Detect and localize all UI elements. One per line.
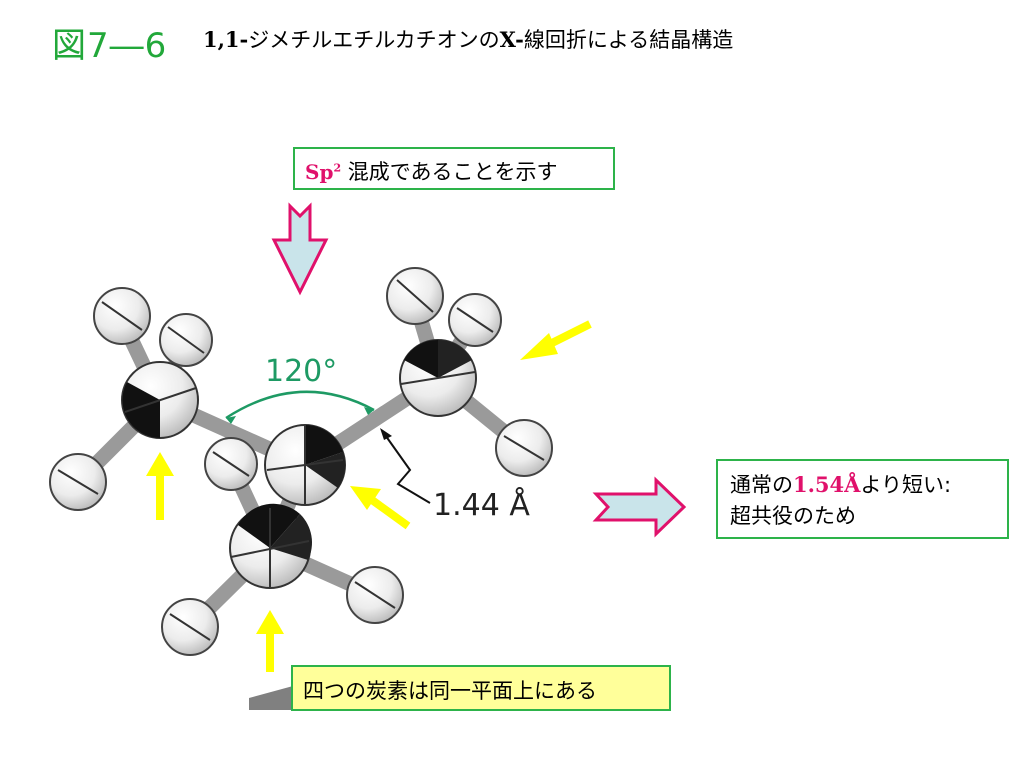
hydrogen-atom <box>495 419 553 477</box>
carbon-atom-bottom <box>229 503 312 589</box>
title-x: X- <box>499 27 524 52</box>
carbon-atom-center <box>264 424 346 506</box>
bond-callout-line1: 通常の1.54Åより短い: <box>730 472 952 497</box>
yellow-arrow <box>256 610 284 672</box>
hydrogen-atom <box>346 566 404 624</box>
hydrogen-atom <box>93 287 151 345</box>
title-prefix: 1,1- <box>203 27 249 52</box>
bond-length-pointer-head <box>380 428 392 440</box>
angle-arc-head-left <box>226 416 236 424</box>
coplanar-callout: 四つの炭素は同一平面上にある <box>291 665 671 711</box>
right-arrow <box>592 476 687 538</box>
sp2-callout: Sp2 混成であることを示す <box>293 147 615 190</box>
hydrogen-atom <box>448 293 502 347</box>
angle-label: 120° <box>265 354 338 389</box>
sp2-text: 混成であることを示す <box>341 160 558 184</box>
callout-shadow <box>249 686 293 710</box>
yellow-arrow <box>520 320 592 360</box>
angle-arc-head-right <box>364 407 374 415</box>
hydrogen-atom <box>204 437 258 491</box>
bond-length-pointer <box>382 431 431 504</box>
bond-length-callout: 通常の1.54Åより短い: 超共役のため <box>716 459 1009 539</box>
sp2-term: Sp2 <box>305 160 342 184</box>
hydrogen-atom <box>161 598 219 656</box>
hydrogen-atom <box>159 313 213 367</box>
yellow-arrow <box>146 452 174 520</box>
angle-arc <box>225 390 375 420</box>
hydrogen-atom <box>49 453 107 511</box>
carbon-atom-right <box>399 339 477 417</box>
yellow-arrow <box>350 486 411 530</box>
down-arrow <box>271 202 329 296</box>
figure-label: 図7―6 <box>52 26 168 66</box>
title-mid: ジメチルエチルカチオンの <box>248 28 500 52</box>
figure-title: 1,1-ジメチルエチルカチオンのX-線回折による結晶構造 <box>203 24 733 54</box>
hydrogen-atom <box>386 267 444 325</box>
carbon-atom-left <box>121 361 199 439</box>
title-suffix: 線回折による結晶構造 <box>523 28 734 52</box>
bond-length-label: 1.44 Å <box>433 488 530 523</box>
bond-callout-line2: 超共役のため <box>730 504 856 528</box>
